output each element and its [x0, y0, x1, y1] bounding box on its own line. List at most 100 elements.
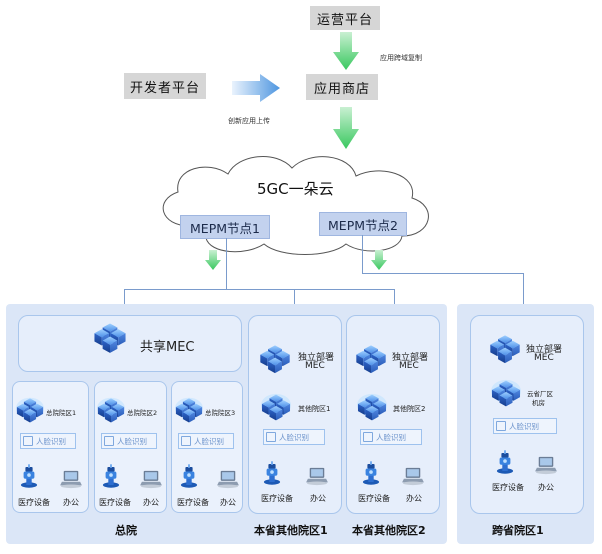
mepm-node-1: MEPM节点1 — [180, 215, 270, 239]
face-recognition-label: 人脸识别 — [279, 432, 309, 442]
medical-device-icon — [102, 464, 120, 488]
server-cluster-icon — [354, 344, 388, 376]
medical-device-label: 医疗设备 — [358, 494, 390, 503]
face-recognition-label: 人脸识别 — [36, 436, 66, 446]
ops-platform-label: 运营平台 — [316, 12, 373, 28]
connector — [362, 235, 363, 273]
cross-mec-label-2: MEC — [534, 353, 554, 363]
office-label: 办公 — [143, 498, 159, 507]
face-recognition-app: 人脸识别 — [493, 418, 557, 434]
server-cluster-icon — [92, 322, 128, 356]
cloud-shape — [162, 156, 429, 255]
right-arrow-dev-to-store — [232, 74, 280, 102]
down-arrow-store-to-cloud — [333, 107, 359, 149]
edge-server-icon — [260, 392, 292, 422]
face-recognition-app: 人脸识别 — [178, 433, 234, 449]
mepm-node-1-label: MEPM节点1 — [190, 220, 260, 236]
medical-device-icon — [362, 461, 380, 485]
shared-mec-panel — [18, 315, 242, 372]
note-app-upload: 创新应用上传 — [228, 117, 270, 125]
office-label: 办公 — [63, 498, 79, 507]
other2-title: 本省其他院区2 — [352, 524, 426, 537]
server-cluster-icon — [258, 344, 292, 376]
connector — [124, 289, 395, 290]
connector — [294, 289, 295, 304]
face-recognition-icon — [363, 432, 373, 442]
cross-title: 跨省院区1 — [492, 524, 544, 537]
office-laptop-icon — [306, 467, 328, 486]
face-recognition-label: 人脸识别 — [376, 432, 406, 442]
other2-sub-label: 其他院区2 — [393, 405, 426, 413]
edge-server-icon — [174, 396, 204, 424]
face-recognition-icon — [104, 436, 114, 446]
office-laptop-icon — [60, 470, 82, 489]
face-recognition-icon — [266, 432, 276, 442]
medical-device-icon — [180, 464, 198, 488]
down-arrow-ops-to-store — [333, 32, 359, 70]
other2-panel — [346, 315, 440, 514]
server-cluster-icon — [488, 334, 522, 366]
medical-device-icon — [20, 464, 38, 488]
edge-server-icon — [356, 392, 388, 422]
dev-platform-box: 开发者平台 — [124, 73, 206, 99]
connector — [523, 273, 524, 304]
connector — [124, 289, 125, 304]
app-store-box: 应用商店 — [306, 74, 378, 100]
main-sub-1-label: 总院院区1 — [46, 409, 77, 417]
medical-device-icon — [496, 450, 514, 474]
down-arrow-mepm2 — [371, 250, 387, 270]
office-label: 办公 — [406, 494, 422, 503]
office-label: 办公 — [220, 498, 236, 507]
face-recognition-app: 人脸识别 — [20, 433, 76, 449]
ops-platform-box: 运营平台 — [310, 6, 380, 30]
cross-panel — [470, 315, 584, 514]
main-sub-3-label: 总院院区3 — [205, 409, 236, 417]
other1-mec-label-2: MEC — [305, 361, 325, 371]
note-app-replicate: 应用跨域复制 — [380, 54, 422, 62]
connector — [362, 273, 524, 274]
app-store-label: 应用商店 — [313, 81, 370, 97]
office-laptop-icon — [140, 470, 162, 489]
cross-mec-label-1: 独立部署 — [526, 345, 563, 355]
medical-device-icon — [263, 461, 281, 485]
cloud-title: 5GC一朵云 — [257, 180, 334, 198]
face-recognition-label: 人脸识别 — [194, 436, 224, 446]
face-recognition-icon — [23, 436, 33, 446]
office-laptop-icon — [217, 470, 239, 489]
face-recognition-icon — [496, 421, 506, 431]
office-label: 办公 — [538, 483, 554, 492]
office-laptop-icon — [535, 456, 557, 475]
mepm-node-2: MEPM节点2 — [319, 212, 407, 236]
face-recognition-label: 人脸识别 — [509, 421, 539, 431]
medical-device-label: 医疗设备 — [99, 498, 131, 507]
cross-sub-label-1: 云省厂区 — [527, 390, 553, 398]
face-recognition-app: 人脸识别 — [360, 429, 422, 445]
edge-server-icon — [15, 396, 45, 424]
other2-mec-label-2: MEC — [399, 361, 419, 371]
face-recognition-label: 人脸识别 — [117, 436, 147, 446]
medical-device-label: 医疗设备 — [177, 498, 209, 507]
medical-device-label: 医疗设备 — [18, 498, 50, 507]
shared-mec-label: 共享MEC — [140, 340, 195, 355]
cross-sub-label-2: 机房 — [532, 399, 545, 407]
other1-mec-label-1: 独立部署 — [298, 353, 335, 363]
face-recognition-app: 人脸识别 — [263, 429, 325, 445]
other1-sub-label: 其他院区1 — [298, 405, 331, 413]
mepm-node-2-label: MEPM节点2 — [328, 217, 398, 233]
face-recognition-icon — [181, 436, 191, 446]
other1-title: 本省其他院区1 — [254, 524, 328, 537]
office-label: 办公 — [310, 494, 326, 503]
main-campus-title: 总院 — [115, 524, 137, 537]
down-arrow-mepm1 — [205, 250, 221, 270]
connector — [226, 238, 227, 290]
edge-server-icon — [96, 396, 126, 424]
dev-platform-label: 开发者平台 — [129, 80, 200, 96]
edge-server-icon — [490, 378, 522, 408]
main-sub-2-label: 总院院区2 — [127, 409, 158, 417]
other2-mec-label-1: 独立部署 — [392, 353, 429, 363]
medical-device-label: 医疗设备 — [261, 494, 293, 503]
connector — [394, 289, 395, 304]
face-recognition-app: 人脸识别 — [101, 433, 157, 449]
office-laptop-icon — [402, 467, 424, 486]
medical-device-label: 医疗设备 — [492, 483, 524, 492]
